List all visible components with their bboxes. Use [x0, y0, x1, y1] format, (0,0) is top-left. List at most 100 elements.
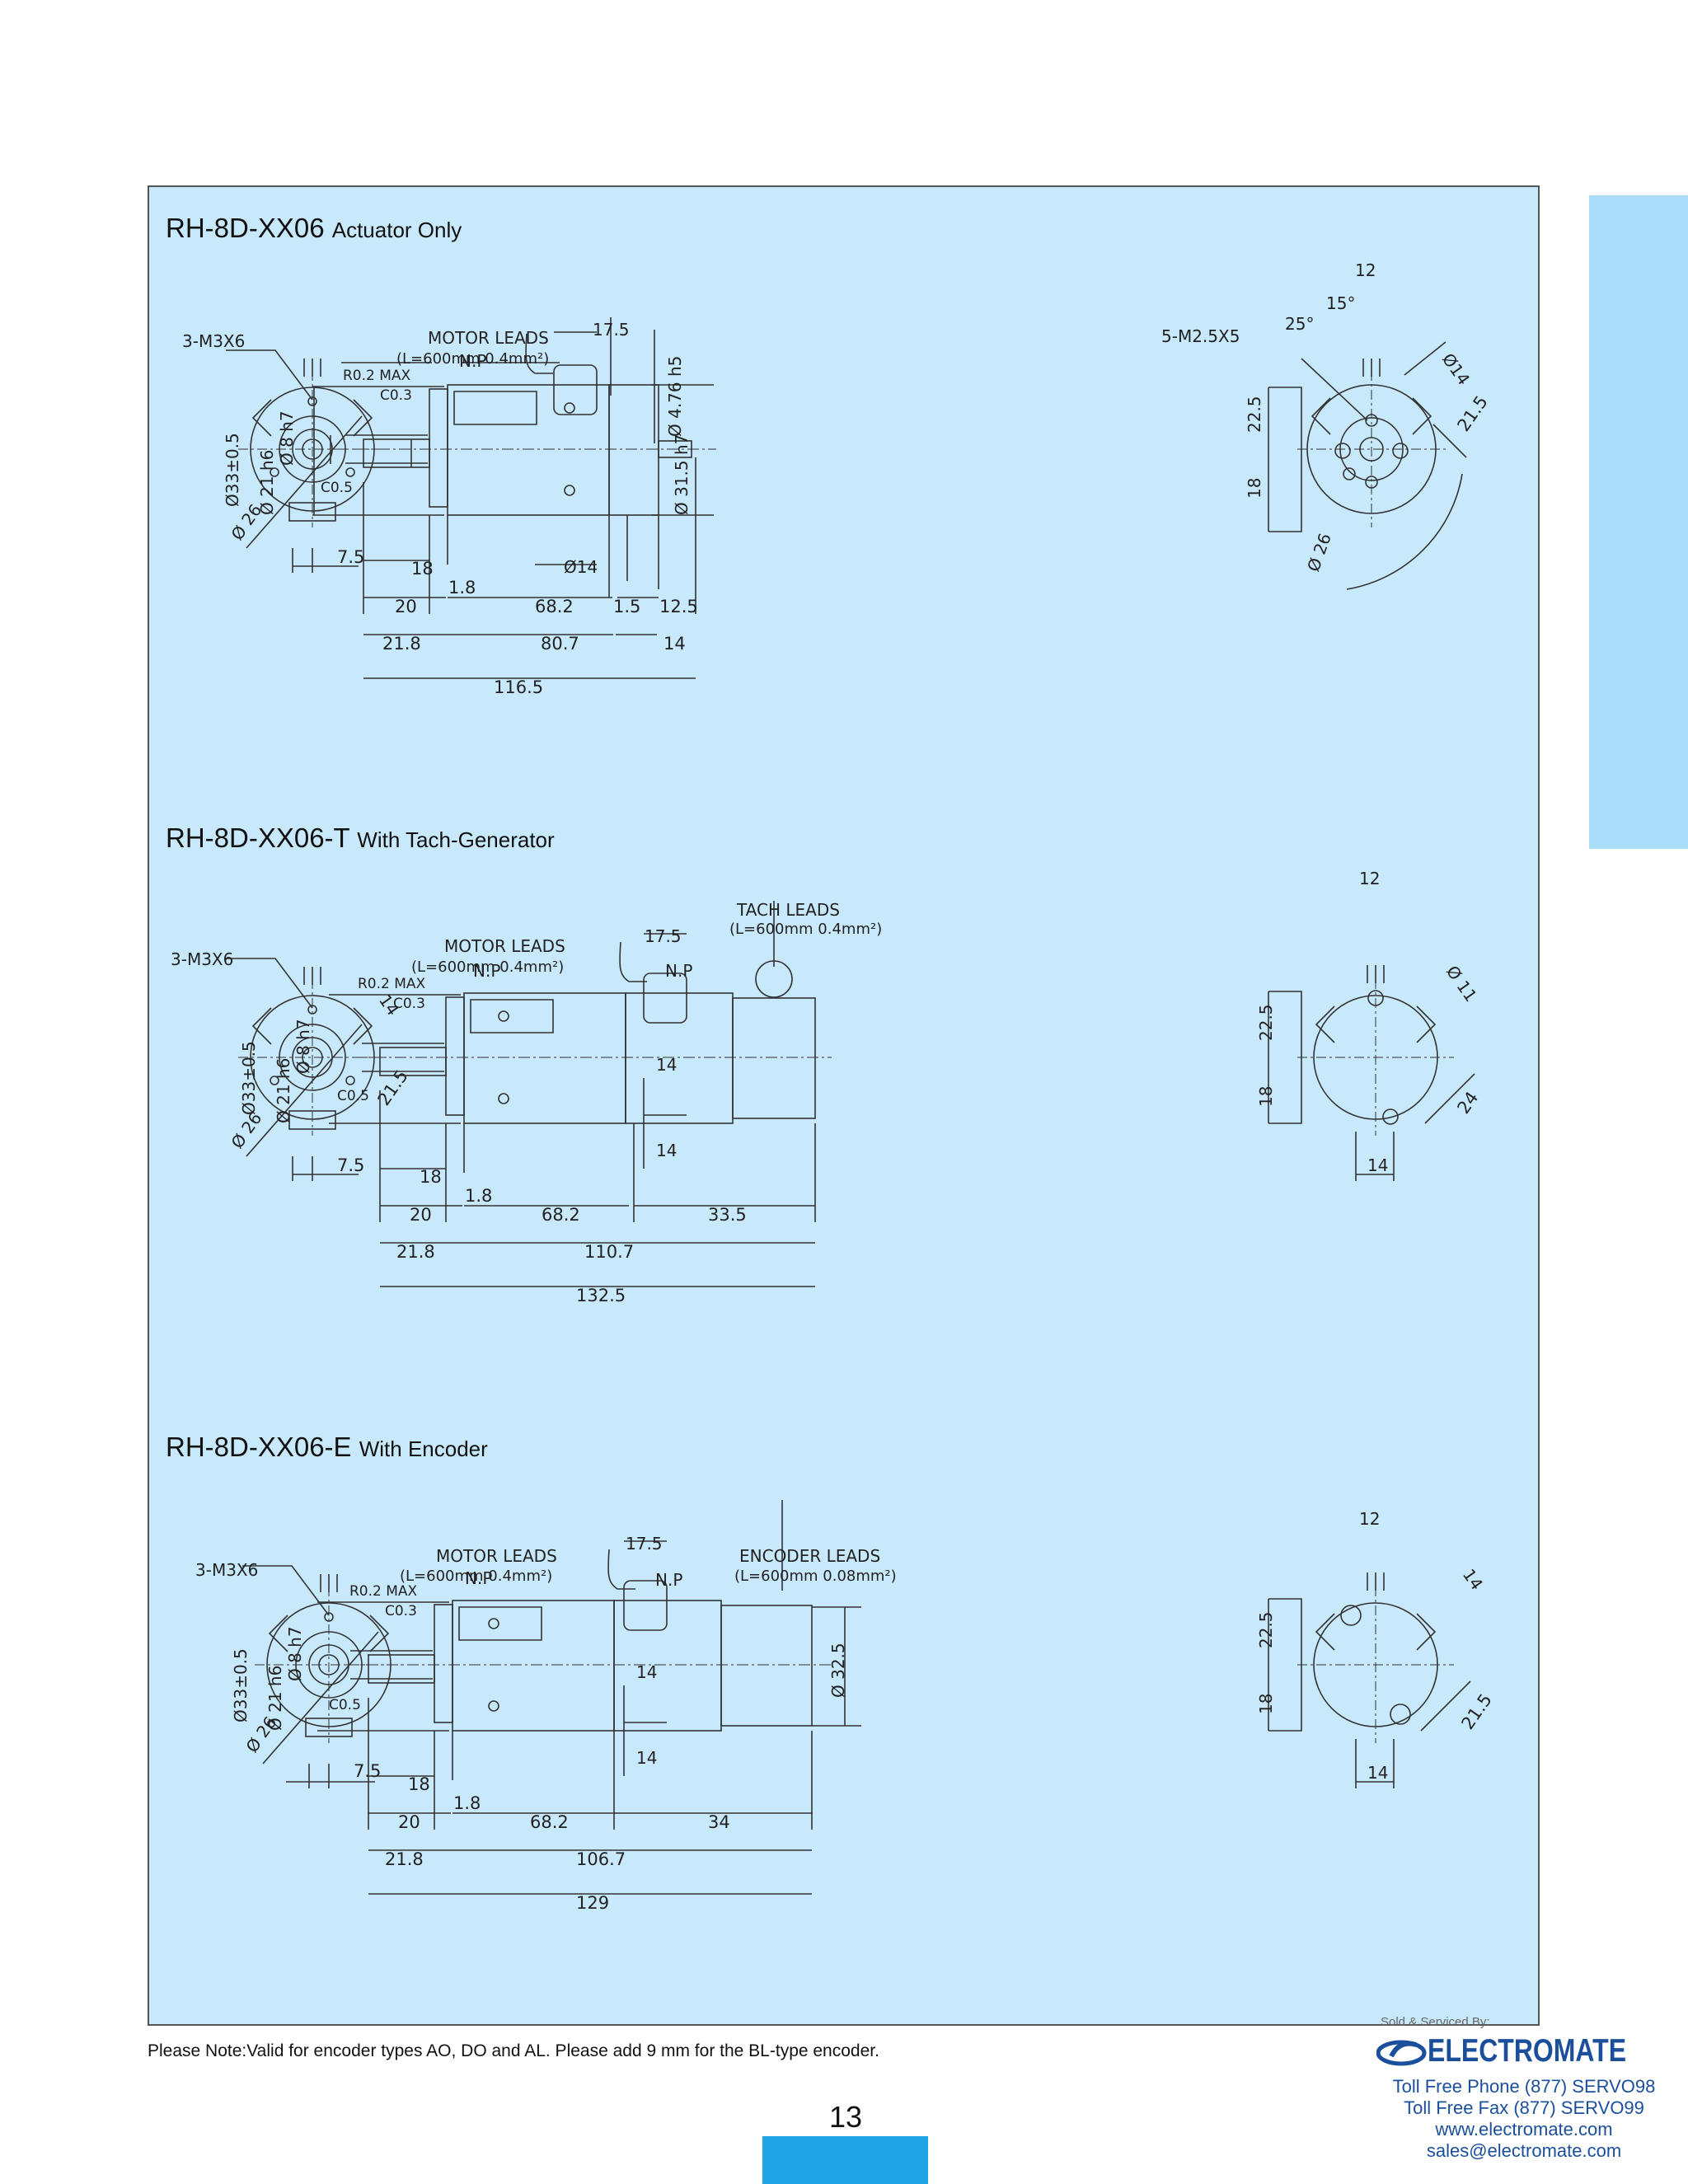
dim-text: (L=600mm 0.4mm²) — [411, 958, 564, 976]
brand-name: ELECTROMATE — [1428, 2033, 1627, 2069]
dim-text: Ø33±0.5 — [239, 1041, 259, 1115]
dim-text: Ø 26 — [1303, 531, 1335, 574]
dim-text: 7.5 — [337, 1155, 364, 1175]
dim-text: ENCODER LEADS — [739, 1546, 880, 1566]
technical-drawing: 3-M3X6 Ø 26 7.5 MOTOR LEADS (L=600mm 0.4… — [171, 260, 1496, 1913]
dim-text: 5-M2.5X5 — [1161, 326, 1240, 346]
dim-text: N.P — [473, 961, 500, 981]
dim-text: 24 — [1453, 1088, 1482, 1118]
dim-text: 12.5 — [659, 597, 698, 616]
dim-text: N.P — [665, 961, 692, 981]
dim-text: TACH LEADS — [736, 900, 840, 920]
dim-text: 20 — [410, 1205, 432, 1225]
dim-text: (L=600mm 0.4mm²) — [400, 1568, 552, 1585]
dim-text: Ø 32.5 — [828, 1643, 848, 1698]
model-name: RH-8D-XX06 — [166, 213, 325, 243]
section3-rear-view — [1268, 1572, 1471, 1788]
section1-rear-view — [1268, 341, 1467, 590]
dim-text: 14 — [1367, 1763, 1388, 1783]
dim-text: 14 — [656, 1055, 677, 1075]
sold-by-label: Sold & Serviced By: — [1381, 2015, 1490, 2029]
dim-text: MOTOR LEADS — [436, 1546, 557, 1566]
model-name: RH-8D-XX06-E — [166, 1432, 352, 1462]
dim-text: 12 — [1359, 869, 1380, 888]
dim-text: 1.5 — [613, 597, 640, 616]
dim-text: Ø 8 h7 — [285, 1626, 305, 1681]
dim-text: 80.7 — [541, 634, 579, 654]
dim-text: 22.5 — [1256, 1004, 1276, 1041]
dim-text: MOTOR LEADS — [444, 936, 565, 956]
dim-text: Ø 21 h6 — [274, 1058, 293, 1123]
dim-text: (L=600mm 0.4mm²) — [729, 921, 882, 938]
dim-text: 18 — [408, 1774, 430, 1794]
dim-text: Ø 21 h6 — [257, 450, 277, 515]
dim-text: 21.5 — [1453, 392, 1491, 435]
dim-text: 1.8 — [448, 578, 476, 598]
dim-text: 68.2 — [535, 597, 574, 616]
dim-text: 22.5 — [1256, 1611, 1276, 1648]
dim-text: 7.5 — [354, 1761, 381, 1781]
dim-text: 132.5 — [576, 1286, 626, 1305]
fax-text: Toll Free Fax (877) SERVO99 — [1404, 2097, 1644, 2118]
dim-text: Ø 31.5 h7 — [672, 434, 692, 515]
dim-text: 21.8 — [385, 1849, 424, 1869]
section-title-encoder: RH-8D-XX06-E With Encoder — [166, 1432, 488, 1463]
section2-rear-view — [1268, 965, 1475, 1181]
dim-text: 14 — [1367, 1155, 1388, 1175]
dim-text: 22.5 — [1245, 396, 1264, 433]
model-subtitle: Actuator Only — [331, 218, 462, 242]
dim-text: R0.2 MAX — [349, 1583, 418, 1600]
section2-side-view — [329, 901, 832, 1287]
dim-text: 14 — [656, 1141, 677, 1160]
dim-text: 17.5 — [626, 1534, 663, 1554]
website-link[interactable]: www.electromate.com — [1435, 2119, 1613, 2139]
dim-text: C0.5 — [321, 480, 353, 496]
dim-text: 20 — [398, 1812, 420, 1832]
dim-text: N.P — [655, 1570, 682, 1590]
dim-text: 18 — [1256, 1086, 1276, 1107]
dim-text: 3-M3X6 — [182, 331, 245, 351]
dim-text: 14 — [663, 634, 686, 654]
page-number: 13 — [829, 2100, 863, 2134]
model-subtitle: With Tach-Generator — [357, 827, 555, 852]
footnote: Please Note:Valid for encoder types AO, … — [148, 2041, 879, 2060]
dim-text: N.P — [465, 1568, 492, 1588]
dim-text: 34 — [708, 1812, 730, 1832]
side-tab — [1589, 195, 1688, 849]
dim-text: 7.5 — [337, 547, 364, 567]
section3-side-view — [317, 1500, 861, 1895]
dim-text: Ø14 — [1438, 349, 1474, 389]
dim-text: 20 — [395, 597, 417, 616]
model-subtitle: With Encoder — [359, 1436, 488, 1461]
dim-text: 25° — [1285, 314, 1314, 334]
dim-text: 14 — [636, 1748, 657, 1768]
dim-text: 17.5 — [645, 926, 682, 946]
dim-text: C0.3 — [393, 996, 425, 1012]
dim-text: 18 — [420, 1167, 442, 1187]
dim-text: 21.8 — [382, 634, 421, 654]
brand-logo: ELECTROMATE — [1376, 2033, 1670, 2069]
dim-text: Ø 8 h7 — [293, 1019, 313, 1074]
dim-text: 17.5 — [593, 320, 630, 340]
dim-text: Ø 21 h6 — [265, 1666, 285, 1731]
dim-text: 106.7 — [576, 1849, 626, 1869]
dim-text: N.P — [459, 351, 486, 371]
dim-text: Ø33±0.5 — [231, 1648, 251, 1722]
phone-text: Toll Free Phone (877) SERVO98 — [1392, 2076, 1656, 2097]
model-name: RH-8D-XX06-T — [166, 823, 350, 853]
section1-side-view — [312, 317, 716, 679]
dim-text: 1.8 — [465, 1186, 492, 1206]
dim-text: C0.3 — [385, 1603, 417, 1619]
dim-text: 14 — [1459, 1565, 1487, 1594]
dim-text: C0.3 — [380, 387, 412, 404]
section-title-tach: RH-8D-XX06-T With Tach-Generator — [166, 823, 555, 854]
email-link[interactable]: sales@electromate.com — [1426, 2140, 1622, 2161]
dim-text: 68.2 — [530, 1812, 569, 1832]
dim-text: 33.5 — [708, 1205, 747, 1225]
dim-text: 15° — [1326, 293, 1355, 313]
dim-text: MOTOR LEADS — [428, 328, 549, 348]
dim-text: 18 — [411, 559, 434, 579]
dim-text: 129 — [576, 1893, 609, 1913]
dim-text: 18 — [1256, 1694, 1276, 1714]
dim-text: (L=600mm 0.4mm²) — [396, 350, 549, 368]
